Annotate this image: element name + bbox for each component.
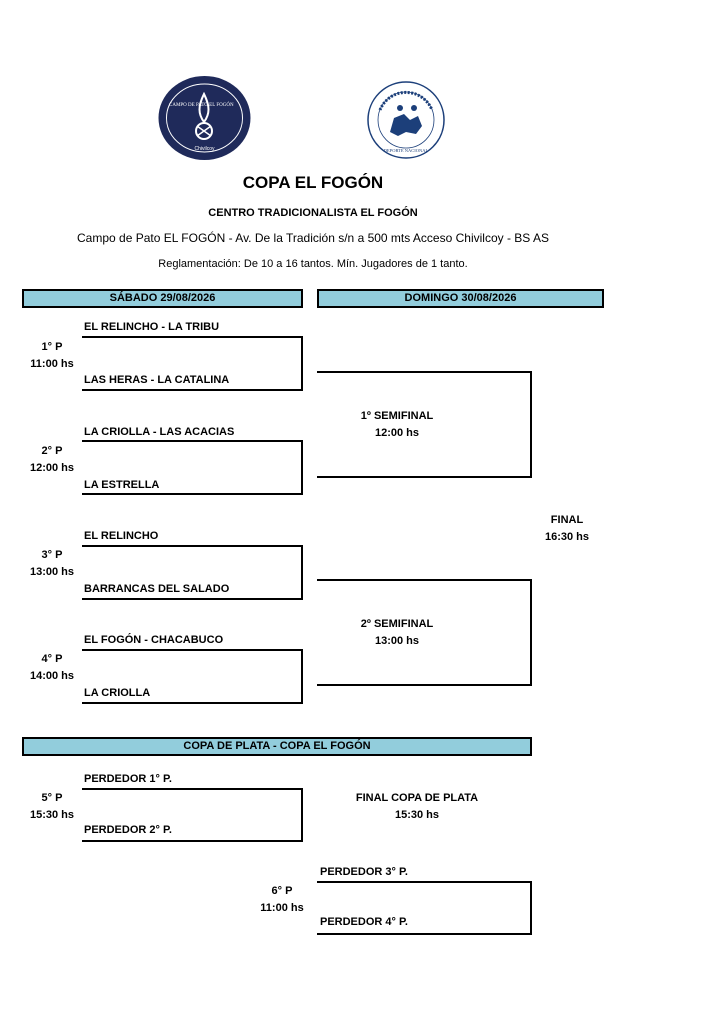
match-5-team-a: PERDEDOR 1° P. [84,773,172,785]
match-6-team-b: PERDEDOR 4° P. [320,916,408,926]
match-6-team-a: PERDEDOR 3° P. [320,866,408,878]
semifinal-2-bracket [317,579,532,686]
saturday-header: SÁBADO 29/08/2026 [22,289,303,308]
match-4-time: 14:00 hs [29,670,75,682]
match-1-number: 1° P [41,341,63,353]
match-4-team-a: EL FOGÓN - CHACABUCO [84,634,224,646]
match-3-number: 3° P [41,549,63,561]
sunday-header: DOMINGO 30/08/2026 [317,289,604,308]
match-1-team-a: EL RELINCHO - LA TRIBU [84,321,220,333]
match-2-team-b: LA ESTRELLA [84,479,160,491]
match-3-team-a: EL RELINCHO [84,530,159,542]
plata-final-time: 15:30 hs [394,809,440,821]
match-6-number: 6° P [271,885,293,897]
venue-address: Campo de Pato EL FOGÓN - Av. De la Tradi… [77,231,549,245]
match-6-bracket [317,881,532,935]
page-title: COPA EL FOGÓN [242,173,384,192]
match-5-bracket [82,788,303,842]
semifinal-2-name: 2º SEMIFINAL [360,618,434,630]
plata-header: COPA DE PLATA - COPA EL FOGÓN [22,737,532,756]
match-6-team-b-clip: PERDEDOR 4° P. [320,916,520,926]
match-4-number: 4° P [41,653,63,665]
final-name: FINAL [550,514,584,526]
svg-text:CAMPO DE PATO EL FOGÓN: CAMPO DE PATO EL FOGÓN [169,102,234,108]
semifinal-1-time: 12:00 hs [374,427,420,439]
match-3-time: 13:00 hs [29,566,75,578]
plata-final-name: FINAL COPA DE PLATA [355,792,479,804]
svg-text:DEPORTE NACIONAL: DEPORTE NACIONAL [384,148,429,153]
match-1-time: 11:00 hs [30,358,74,370]
match-5-time: 15:30 hs [29,809,75,821]
match-4-team-b: LA CRIOLLA [84,687,151,699]
semifinal-2-time: 13:00 hs [374,635,420,647]
match-3-bracket [82,545,303,600]
match-2-bracket [82,440,303,495]
final-time: 16:30 hs [544,531,590,543]
organizer-name: CENTRO TRADICIONALISTA EL FOGÓN [208,207,418,219]
rules-text: Reglamentación: De 10 a 16 tantos. Mín. … [158,258,468,270]
club-logo: Chivilcoy CAMPO DE PATO EL FOGÓN [157,76,252,160]
semifinal-1-bracket [317,371,532,478]
svg-text:Chivilcoy: Chivilcoy [194,146,215,152]
match-2-team-a: LA CRIOLLA - LAS ACACIAS [84,426,235,438]
match-1-bracket [82,336,303,391]
match-4-bracket [82,649,303,704]
match-1-team-b: LAS HERAS - LA CATALINA [84,374,230,386]
match-2-number: 2° P [41,445,63,457]
match-3-team-b: BARRANCAS DEL SALADO [84,583,230,595]
match-2-time: 12:00 hs [29,462,75,474]
match-5-team-b: PERDEDOR 2° P. [84,824,172,836]
match-5-number: 5° P [41,792,63,804]
match-6-time: 11:00 hs [260,902,304,914]
federation-logo: DEPORTE NACIONAL [360,80,452,164]
semifinal-1-name: 1º SEMIFINAL [360,410,434,422]
